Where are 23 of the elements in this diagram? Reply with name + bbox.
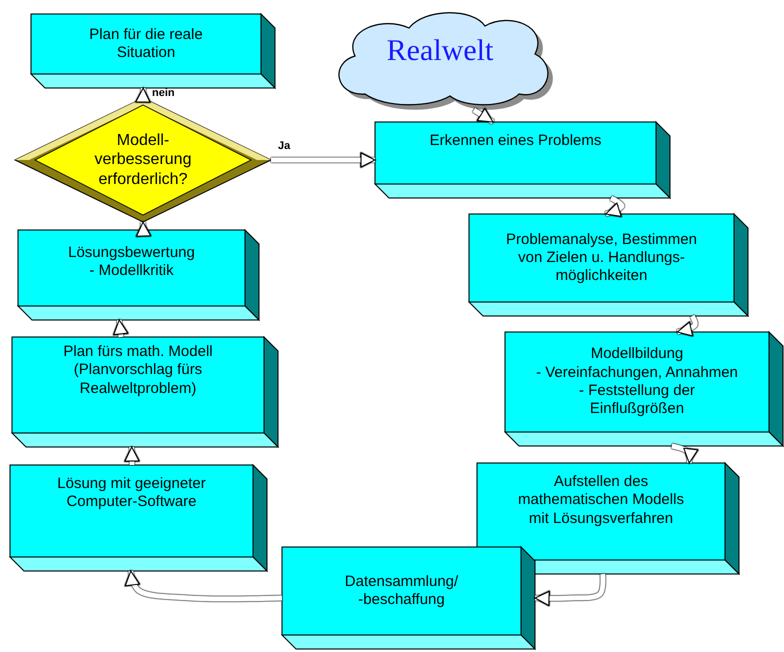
- box-text: (Planvorschlag fürs Realweltproblem): [72, 361, 204, 398]
- edge-label: Ja: [278, 140, 290, 152]
- decision-text: Modell- verbesserung erforderlich?: [94, 130, 192, 190]
- arrow: [136, 222, 152, 237]
- box-text: Datensammlung/ -beschaffung: [344, 572, 460, 610]
- box-text: Modellbildung: [590, 345, 684, 364]
- arrow: [135, 88, 150, 103]
- box-text: Plan für die reale Situation: [88, 26, 204, 62]
- cloud-label: Realwelt: [386, 32, 494, 69]
- arrow: [472, 108, 494, 124]
- box-text: Lösung mit geeigneter Computer-Software: [56, 475, 207, 512]
- box-text: - Modellkritik: [89, 262, 174, 281]
- box-text: - Vereinfachungen, Annahmen: [536, 364, 738, 382]
- box-text: - Feststellung der Einflußgrößen: [578, 382, 696, 419]
- box-text: Lösungsbewertung: [68, 244, 195, 262]
- arrow: [604, 196, 624, 217]
- arrow: [113, 320, 128, 338]
- edge-label: nein: [152, 87, 175, 99]
- box-text: Aufstellen des mathematischen Modells mit Lösungsverfahren: [517, 473, 685, 528]
- box-text: Erkennen eines Problems: [430, 132, 602, 150]
- box-text: Problemanalyse, Bestimmen von Zielen u. Handlungs- möglichkeiten: [505, 230, 698, 286]
- box-text: Plan fürs math. Modell: [63, 343, 213, 362]
- arrow: [271, 152, 376, 168]
